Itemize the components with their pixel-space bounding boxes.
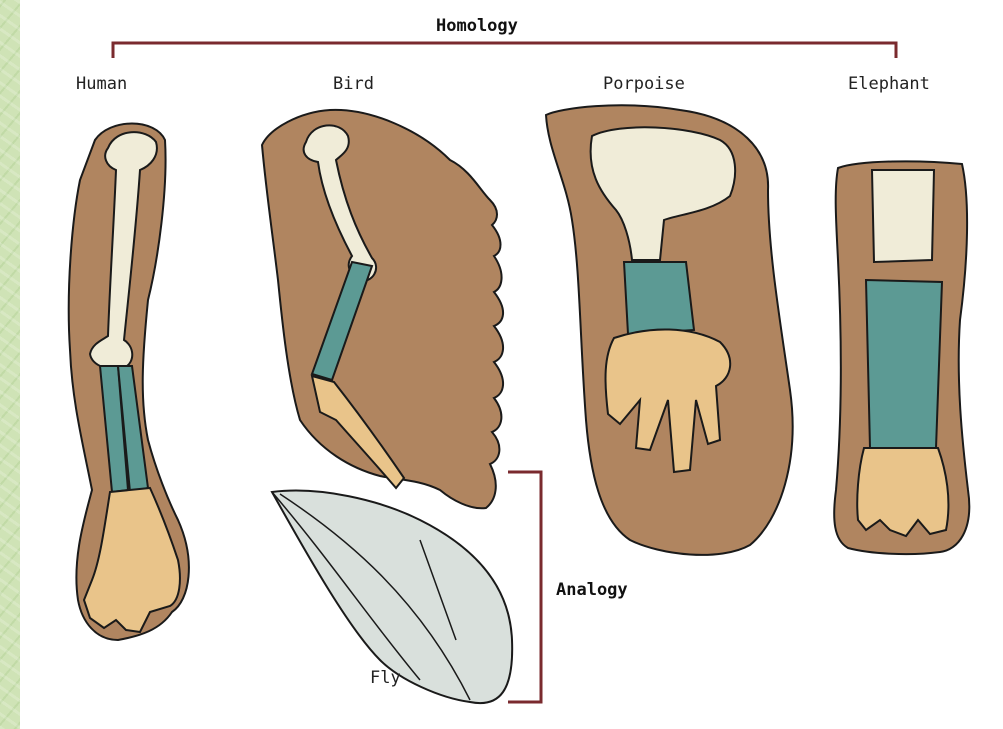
porpoise-flipper (546, 105, 793, 555)
elephant-foot (857, 448, 948, 536)
elephant-leg (834, 161, 969, 554)
analogy-bracket (508, 472, 541, 702)
label-elephant: Elephant (848, 74, 930, 94)
elephant-humerus (872, 170, 934, 262)
bird-wing (262, 110, 503, 508)
homology-bracket (113, 43, 896, 58)
elephant-radius-ulna (866, 280, 942, 448)
label-analogy: Analogy (556, 580, 628, 600)
human-arm (69, 124, 189, 641)
homology-title: Homology (436, 16, 518, 36)
label-fly: Fly (370, 668, 401, 688)
porpoise-radius-ulna (624, 262, 694, 334)
label-bird: Bird (333, 74, 374, 94)
label-human: Human (76, 74, 127, 94)
label-porpoise: Porpoise (603, 74, 685, 94)
